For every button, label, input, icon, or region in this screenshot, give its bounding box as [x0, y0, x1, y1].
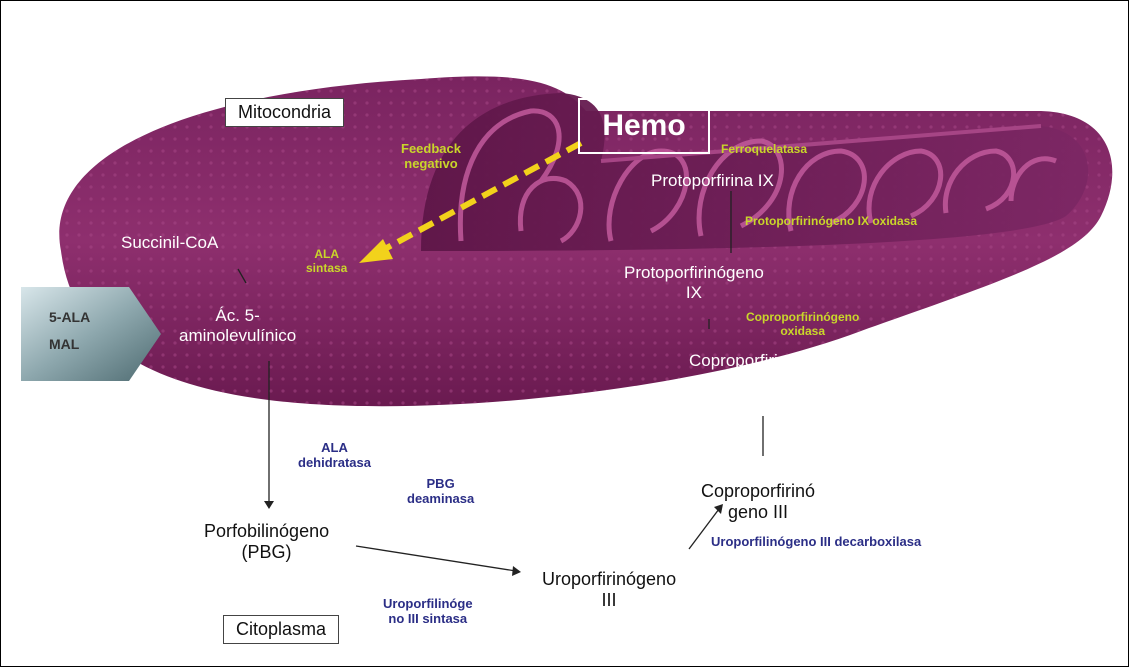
protoporfirina-ix-label: Protoporfirina IX	[651, 171, 774, 191]
succinil-coa-label: Succinil-CoA	[121, 233, 218, 253]
coproporfirinogeno-cyto-label: Coproporfirinó geno III	[701, 481, 815, 522]
arrowhead-pbg	[264, 501, 274, 509]
citoplasma-label: Citoplasma	[223, 615, 339, 644]
ferroquelatasa-label: Ferroquelatasa	[721, 143, 807, 157]
ala-sintasa-label: ALA sintasa	[306, 248, 347, 276]
hemo-label: Hemo	[578, 98, 710, 154]
protoporfirinogeno-ix-label: Protoporfirinógeno IX	[624, 263, 764, 302]
pbg-deaminasa-label: PBG deaminasa	[407, 477, 474, 507]
arrowhead-uro	[512, 566, 521, 576]
uroporfilinogeno-decarboxilasa-label: Uroporfilinógeno III decarboxilasa	[711, 535, 921, 550]
coproporfirinogeno-oxidasa-label: Coproporfirinógeno oxidasa	[746, 311, 859, 339]
coproporfirinogeno-mito-label: Coproporfirinó geno III	[689, 351, 797, 390]
side-pentagon-label: 5-ALA MAL	[49, 304, 90, 357]
uroporfirinogeno-iii-label: Uroporfirinógeno III	[542, 569, 676, 610]
ala-dehidratasa-label: ALA dehidratasa	[298, 441, 371, 471]
protoporfirinogeno-oxidasa-label: Protoporfirinógeno IX oxidasa	[745, 215, 917, 229]
mitocondria-label: Mitocondria	[225, 98, 344, 127]
uroporfilinogeno-iii-sintasa-label: Uroporfilinóge no III sintasa	[383, 597, 473, 627]
feedback-negativo-label: Feedback negativo	[401, 142, 461, 172]
ac-aminolevulinico-label: Ác. 5- aminolevulínico	[179, 306, 296, 345]
porfobilinogeno-label: Porfobilinógeno (PBG)	[204, 521, 329, 562]
